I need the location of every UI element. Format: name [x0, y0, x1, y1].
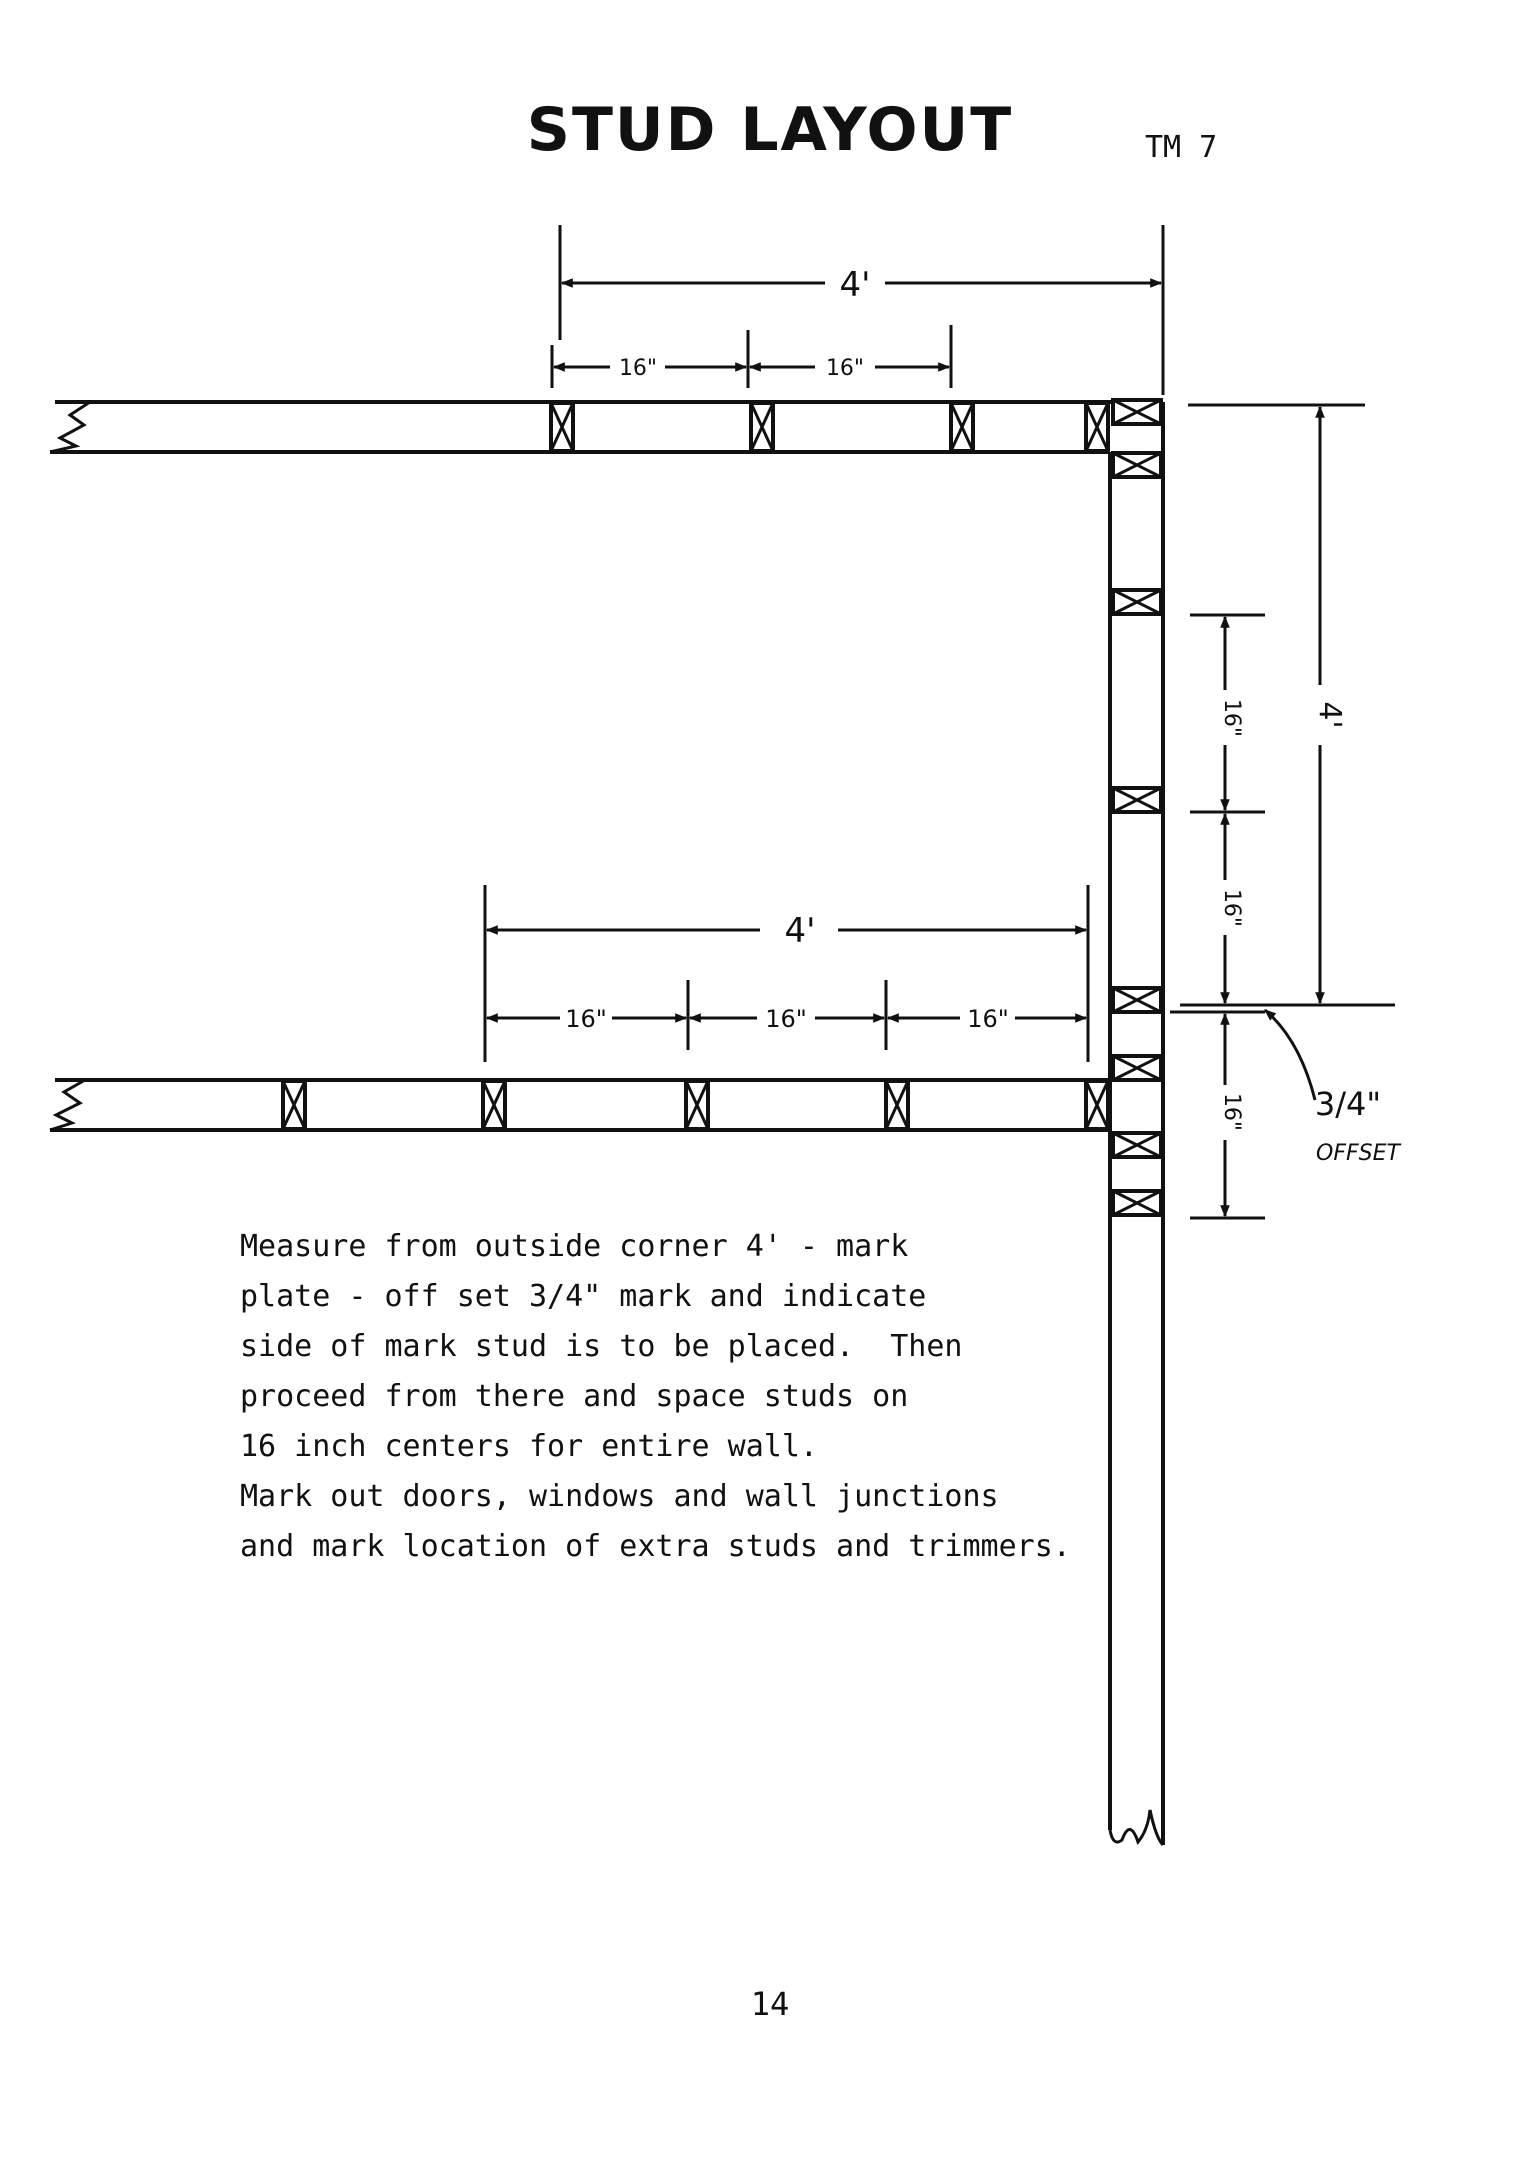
- side-wall-overall-label: 4': [1312, 701, 1347, 728]
- middle-wall-stud: [281, 1079, 307, 1131]
- top-wall-stud: [1084, 401, 1110, 453]
- instruction-line: and mark location of extra studs and tri…: [240, 1529, 1071, 1564]
- side-wall-stud: [1111, 398, 1163, 426]
- side-wall-spacing-label-3: 16": [1219, 1093, 1244, 1131]
- side-wall-stud: [1111, 1054, 1163, 1082]
- instruction-line: plate - off set 3/4" mark and indicate: [240, 1279, 927, 1314]
- stud-markers: [281, 398, 1163, 1217]
- top-wall-overall-label: 4': [840, 265, 871, 305]
- middle-wall-spacing-label-1: 16": [565, 1005, 607, 1033]
- side-wall-stud: [1111, 1131, 1163, 1159]
- top-wall-spacing-label-2: 16": [826, 356, 864, 381]
- offset-value-label: 3/4": [1315, 1085, 1381, 1123]
- side-wall-spacing-label-2: 16": [1219, 889, 1244, 927]
- side-wall-stud: [1111, 1189, 1163, 1217]
- middle-wall-spacing-label-3: 16": [967, 1005, 1009, 1033]
- instruction-line: side of mark stud is to be placed. Then: [240, 1329, 963, 1364]
- side-wall-plate: [1108, 402, 1165, 1847]
- top-wall-spacing-label-1: 16": [619, 356, 657, 381]
- middle-wall-stud: [884, 1079, 910, 1131]
- side-wall-stud: [1111, 986, 1163, 1014]
- top-wall-dimensions: [550, 225, 1165, 395]
- page-title: STUD LAYOUT: [526, 95, 1014, 165]
- side-wall-stud: [1111, 588, 1163, 616]
- instruction-line: Mark out doors, windows and wall junctio…: [240, 1479, 999, 1514]
- instruction-line: proceed from there and space studs on: [240, 1379, 909, 1414]
- offset-word-label: OFFSET: [1316, 1141, 1401, 1166]
- page-number: 14: [750, 1985, 790, 2023]
- instruction-line: Measure from outside corner 4' - mark: [240, 1229, 909, 1264]
- middle-wall-stud: [1084, 1079, 1110, 1131]
- instruction-line: 16 inch centers for entire wall.: [240, 1429, 818, 1464]
- middle-wall-dimensions: [483, 885, 1090, 1062]
- middle-wall-spacing-label-2: 16": [765, 1005, 807, 1033]
- document-code: TM 7: [1145, 130, 1218, 165]
- middle-wall-plate: [49, 1078, 1110, 1132]
- top-wall-plate: [49, 400, 1163, 454]
- side-wall-stud: [1111, 451, 1163, 479]
- side-wall-spacing-label-1: 16": [1219, 699, 1244, 737]
- middle-wall-stud: [684, 1079, 710, 1131]
- top-wall-stud: [749, 401, 775, 453]
- top-wall-stud: [949, 401, 975, 453]
- middle-wall-stud: [481, 1079, 507, 1131]
- side-wall-dimensions: [1170, 403, 1395, 1220]
- side-wall-stud: [1111, 786, 1163, 814]
- middle-wall-overall-label: 4': [785, 911, 816, 951]
- top-wall-stud: [549, 401, 575, 453]
- instructions-text: Measure from outside corner 4' - mark pl…: [240, 1222, 1140, 1572]
